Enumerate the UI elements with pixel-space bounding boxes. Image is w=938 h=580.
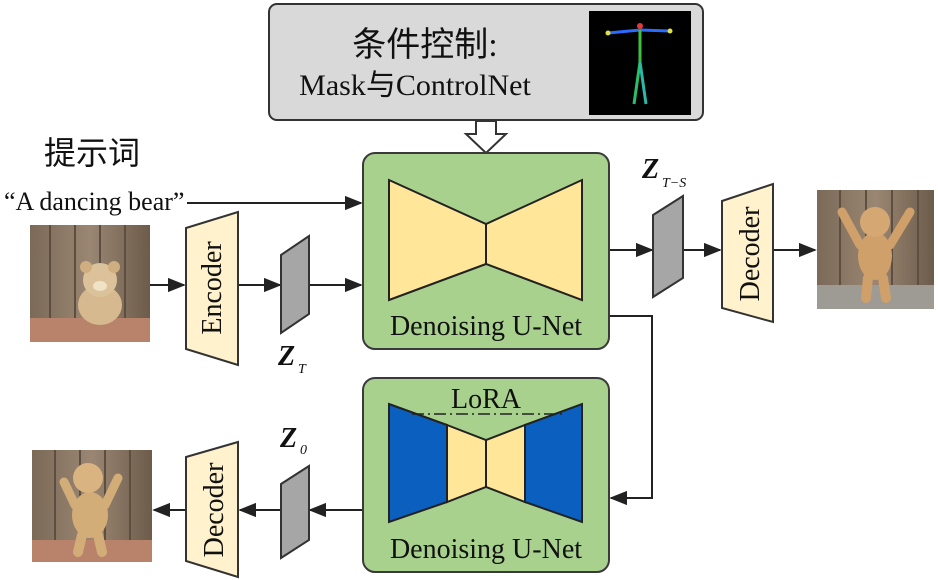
encoder-block: Encoder	[185, 210, 239, 367]
decoder-bottom-block: Decoder	[185, 440, 239, 579]
condition-subtitle: Mask与ControlNet	[299, 69, 531, 102]
encoder-label: Encoder	[197, 241, 228, 335]
latent-zt-label: Z	[277, 341, 295, 372]
decoder-top-label: Decoder	[735, 206, 766, 302]
latent-zt-sub: T	[298, 362, 307, 377]
unet-top-label: Denoising U-Net	[390, 311, 582, 342]
condition-title: 条件控制:	[352, 26, 497, 64]
input-bear-image	[30, 225, 150, 342]
unet-top: Denoising U-Net	[362, 152, 610, 350]
pose-skeleton-image	[589, 11, 691, 115]
unet-to-unet-connector	[609, 315, 653, 506]
lora-left-block	[388, 402, 448, 524]
latent-zt: Z T	[277, 234, 310, 377]
latent-zts-label: Z	[641, 154, 659, 185]
latent-z0-sub: 0	[300, 443, 307, 458]
lora-right-block	[524, 402, 583, 524]
latent-z0: Z 0	[279, 423, 310, 560]
latent-z0-label: Z	[279, 423, 297, 454]
condition-box: 条件控制: Mask与ControlNet	[268, 3, 704, 121]
output-bear-image	[817, 190, 934, 309]
final-bear-image	[32, 450, 152, 562]
lora-label: LoRA	[451, 384, 522, 415]
decoder-bottom-label: Decoder	[199, 462, 230, 558]
unet-bottom: LoRA Denoising U-Net	[362, 377, 610, 573]
decoder-top-block: Decoder	[721, 182, 774, 324]
prompt-heading: 提示词	[44, 135, 140, 171]
latent-zts-sub: T−S	[662, 176, 686, 191]
unet-bottom-label: Denoising U-Net	[390, 534, 582, 565]
latent-zts: Z T−S	[641, 154, 686, 299]
prompt-text: “A dancing bear”	[4, 187, 184, 216]
condition-arrow	[463, 120, 509, 155]
